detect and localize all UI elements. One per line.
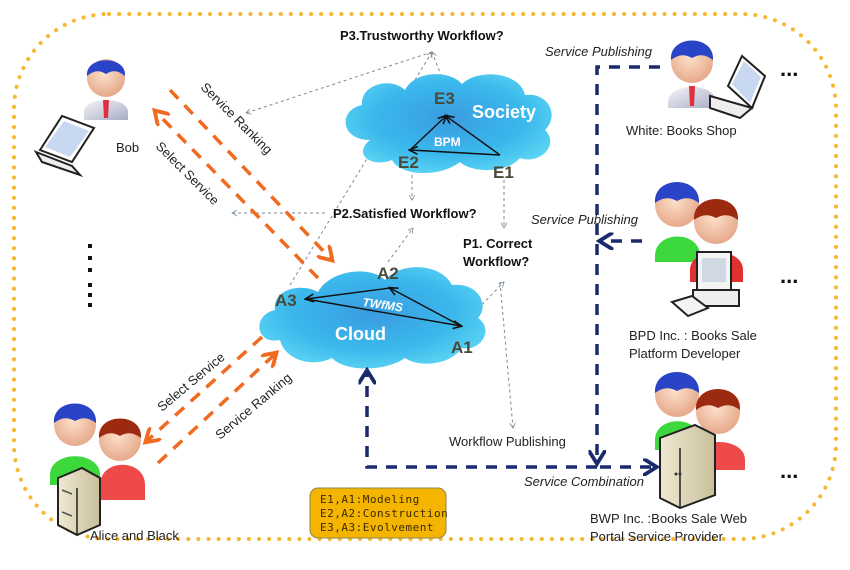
tie-icon: [689, 86, 695, 106]
legend-box: E1,A1:Modeling E2,A2:Construction E3,A3:…: [309, 487, 448, 539]
ellipsis-white: ...: [780, 56, 798, 81]
question-p3: P3.Trustworthy Workflow?: [340, 28, 504, 43]
society-cloud: Society BPM E3 E2 E1: [345, 74, 552, 182]
edge-a2-a3: [306, 287, 391, 299]
person-hair-blue: [654, 372, 700, 393]
arrow-p1-to-workflow-publishing: [499, 281, 516, 429]
arrow-select-service-bob: [157, 113, 320, 280]
twfms-label: TWfMS: [362, 295, 404, 315]
node-e1: E1: [493, 163, 514, 182]
person-hair-red: [98, 418, 142, 438]
legend-item-evolvement: E3,A3:Evolvement: [320, 521, 434, 534]
arrow-combination-to-cloud: [367, 372, 597, 469]
question-p1-line1: P1. Correct: [463, 236, 533, 251]
person-body-red: [100, 464, 145, 500]
desktop-computer-icon: [669, 251, 740, 318]
vertical-ellipsis: [88, 244, 92, 307]
arrow-select-service-alice: [148, 335, 264, 440]
laptop-icon: [709, 54, 767, 120]
arrow-service-ranking-alice: [156, 355, 274, 465]
server-icon: [57, 466, 101, 537]
bpm-label: BPM: [434, 135, 461, 149]
person-hair-blue: [654, 182, 700, 203]
edge-e2-e3: [409, 116, 446, 151]
ellipsis-bpd: ...: [780, 263, 798, 288]
alice-orange-arrows: [148, 335, 274, 465]
actor-bwp: [654, 372, 745, 510]
node-a3: A3: [275, 291, 297, 310]
node-a2: A2: [377, 264, 399, 283]
person-hair-red: [693, 199, 739, 220]
label-bob: Bob: [116, 140, 139, 155]
edge-e1-e2: [410, 150, 501, 156]
label-service-combination: Service Combination: [524, 474, 644, 489]
label-select-service-bob: Select Service: [153, 139, 222, 208]
label-service-ranking-alice: Service Ranking: [212, 370, 294, 442]
tie-icon: [103, 100, 109, 118]
ellipsis-bwp: ...: [780, 458, 798, 483]
cloud-name: Cloud: [335, 324, 386, 344]
legend-item-modeling: E1,A1:Modeling: [320, 493, 420, 506]
label-bpd-line1: BPD Inc. : Books Sale: [629, 328, 757, 343]
label-service-publishing-bpd: Service Publishing: [531, 212, 639, 227]
node-e2: E2: [398, 153, 419, 172]
label-workflow-publishing: Workflow Publishing: [449, 434, 566, 449]
actor-bpd: [654, 182, 743, 318]
arrow-service-ranking-bob: [168, 88, 330, 258]
twfms-cloud: Cloud TWfMS A2 A3 A1: [259, 264, 486, 369]
rack-server-icon: [659, 423, 716, 510]
bob-orange-arrows: [157, 88, 330, 280]
label-select-service-alice: Select Service: [154, 349, 227, 414]
actor-white: [668, 40, 767, 120]
label-service-publishing-white: Service Publishing: [545, 44, 653, 59]
label-bwp-line2: Portal Service Provider: [590, 529, 724, 544]
actor-alice-black: [50, 403, 145, 537]
person-hair: [670, 40, 714, 60]
arrow-white-service-publishing: [597, 65, 660, 462]
actor-bob: [33, 59, 128, 178]
legend-item-construction: E2,A2:Construction: [320, 507, 448, 520]
question-p1-line2: Workflow?: [463, 254, 529, 269]
person-body-green: [655, 236, 700, 262]
person-hair-blue: [53, 403, 97, 423]
label-bwp-line1: BWP Inc. :Books Sale Web: [590, 511, 747, 526]
node-e3: E3: [434, 89, 455, 108]
node-a1: A1: [451, 338, 473, 357]
edge-e3-e1: [446, 116, 501, 156]
person-hair: [86, 60, 126, 76]
question-p2: P2.Satisfied Workflow?: [333, 206, 477, 221]
label-alice-black: Alice and Black: [90, 528, 179, 543]
label-bpd-line2: Platform Developer: [629, 346, 741, 361]
laptop-icon: [33, 114, 96, 178]
arrow-a2-to-p2: [387, 227, 414, 263]
edge-a1-a2: [390, 288, 462, 327]
society-cloud-name: Society: [472, 102, 536, 122]
label-white: White: Books Shop: [626, 123, 737, 138]
boundary-border: [12, 12, 838, 541]
person-hair-red: [695, 389, 741, 410]
arrow-p3-to-bob: [245, 51, 433, 115]
navy-dashed-arrows: [367, 65, 660, 469]
edge-a3-a1: [305, 298, 461, 326]
label-service-ranking-bob: Service Ranking: [198, 80, 276, 158]
